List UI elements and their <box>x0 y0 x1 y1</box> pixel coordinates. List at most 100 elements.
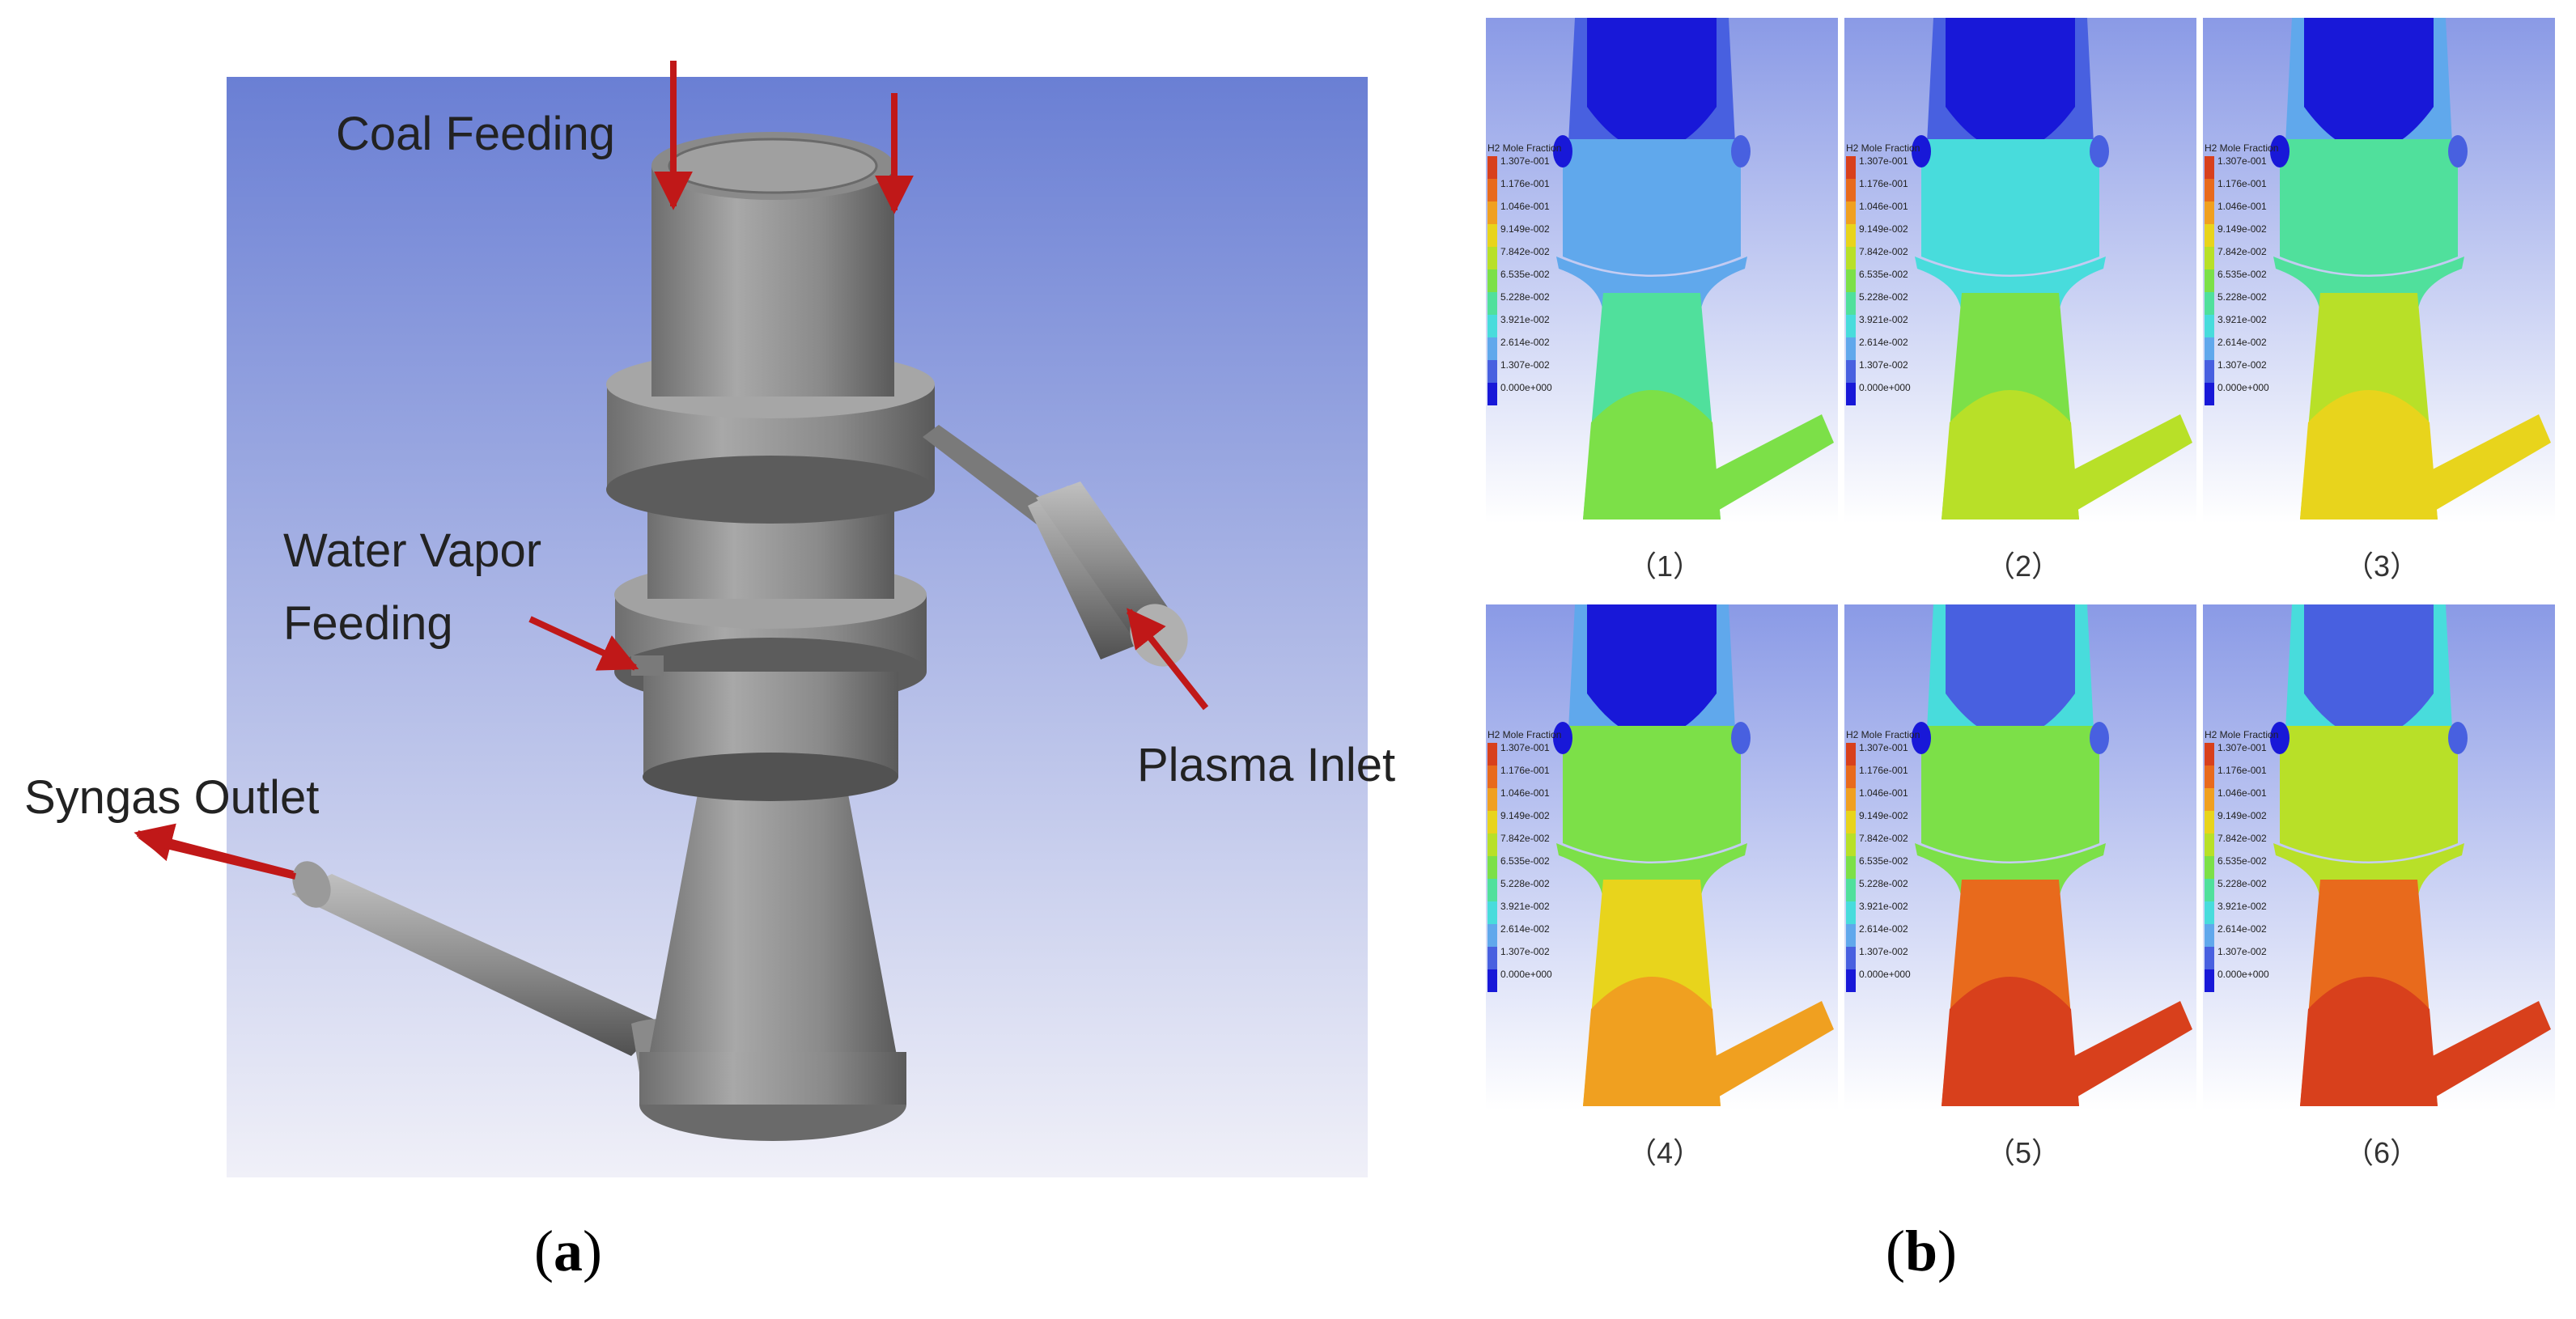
zone-top <box>1575 18 1729 151</box>
legend-value: 5.228e-002 <box>2217 878 2267 889</box>
contour-panel-5: H2 Mole Fraction1.307e-0011.176e-0011.04… <box>1844 604 2196 1169</box>
label-plasma-inlet: Plasma Inlet <box>1137 739 1395 791</box>
legend-title: H2 Mole Fraction <box>1487 729 1561 740</box>
legend-title: H2 Mole Fraction <box>2205 729 2278 740</box>
legend-swatch <box>1846 156 1856 179</box>
legend-title: H2 Mole Fraction <box>2205 142 2278 154</box>
legend-value: 1.307e-002 <box>1500 946 1550 957</box>
zone-top <box>2292 604 2446 738</box>
legend-swatch <box>2205 224 2214 247</box>
syngas-arrow-ext <box>149 838 296 880</box>
legend-swatch <box>2205 743 2214 766</box>
zone-top <box>1933 604 2087 738</box>
legend: H2 Mole Fraction1.307e-0011.176e-0011.04… <box>1487 729 1561 992</box>
legend-swatch <box>1487 879 1497 901</box>
legend-value: 3.921e-002 <box>2217 901 2267 912</box>
label-syngas-outlet: Syngas Outlet <box>24 771 319 824</box>
zone-bottom <box>1583 977 1721 1106</box>
case-label: （1） <box>1628 549 1702 583</box>
legend-swatch <box>1846 924 1856 947</box>
side-inlet-left <box>1553 722 1572 754</box>
case-label: （6） <box>2345 1136 2419 1169</box>
legend-value: 1.307e-001 <box>1500 155 1550 167</box>
h2-contour-grid: H2 Mole Fraction1.307e-0011.176e-0011.04… <box>1486 18 2555 1169</box>
legend-value: 3.921e-002 <box>1500 314 1550 325</box>
legend-swatch <box>1846 292 1856 315</box>
legend-swatch <box>1487 856 1497 879</box>
contour-panel-4: H2 Mole Fraction1.307e-0011.176e-0011.04… <box>1486 604 1838 1169</box>
legend-swatch <box>1846 788 1856 811</box>
zone-top <box>1933 18 2087 151</box>
legend-swatch <box>2205 879 2214 901</box>
legend-swatch <box>1487 788 1497 811</box>
legend-swatch <box>2205 315 2214 337</box>
zone-middle <box>2280 726 2458 862</box>
legend-value: 7.842e-002 <box>2217 833 2267 844</box>
legend-swatch <box>2205 833 2214 856</box>
legend-swatch <box>2205 788 2214 811</box>
legend-value: 9.149e-002 <box>2217 223 2267 235</box>
zone-outlet <box>2430 1001 2551 1098</box>
legend-swatch <box>1487 315 1497 337</box>
legend-value: 0.000e+000 <box>1500 382 1552 393</box>
legend-value: 7.842e-002 <box>2217 246 2267 257</box>
zone-outlet <box>1712 1001 1834 1098</box>
legend-swatch <box>2205 292 2214 315</box>
contour-panel-1: H2 Mole Fraction1.307e-0011.176e-0011.04… <box>1486 18 1838 583</box>
legend-swatch <box>2205 901 2214 924</box>
legend: H2 Mole Fraction1.307e-0011.176e-0011.04… <box>2205 142 2278 405</box>
legend-swatch <box>1846 811 1856 833</box>
legend-swatch <box>1487 743 1497 766</box>
legend-value: 6.535e-002 <box>2217 269 2267 280</box>
legend-value: 1.307e-001 <box>1500 742 1550 753</box>
zone-middle <box>1921 139 2099 275</box>
legend-swatch <box>1487 969 1497 992</box>
legend: H2 Mole Fraction1.307e-0011.176e-0011.04… <box>2205 729 2278 992</box>
legend-swatch <box>1487 383 1497 405</box>
caption-b: (b) <box>1886 1219 1958 1283</box>
zone-outlet <box>2071 414 2192 511</box>
legend-value: 1.176e-001 <box>2217 765 2267 776</box>
zone-top <box>1575 604 1729 738</box>
legend-value: 6.535e-002 <box>2217 855 2267 867</box>
legend-swatch <box>1487 269 1497 292</box>
legend-value: 5.228e-002 <box>1500 878 1550 889</box>
zone-middle <box>1563 139 1741 275</box>
legend-swatch <box>1846 947 1856 969</box>
legend-value: 7.842e-002 <box>1859 246 1908 257</box>
legend-value: 1.307e-002 <box>1859 359 1908 371</box>
legend-value: 9.149e-002 <box>1859 810 1908 821</box>
case-label: （5） <box>1986 1136 2060 1169</box>
legend-swatch <box>1846 766 1856 788</box>
label-coal-feeding: Coal Feeding <box>336 108 615 160</box>
legend-value: 9.149e-002 <box>2217 810 2267 821</box>
legend-title: H2 Mole Fraction <box>1846 142 1920 154</box>
legend-value: 0.000e+000 <box>1500 969 1552 980</box>
zone-bottom <box>1942 977 2079 1106</box>
legend-swatch <box>2205 766 2214 788</box>
legend-swatch <box>1846 969 1856 992</box>
legend-value: 1.307e-002 <box>2217 359 2267 371</box>
legend-swatch <box>1487 179 1497 201</box>
legend-value: 1.046e-001 <box>1500 201 1550 212</box>
legend-value: 3.921e-002 <box>1500 901 1550 912</box>
zone-middle <box>1563 726 1741 862</box>
zone-bottom <box>1942 390 2079 520</box>
legend-swatch <box>2205 269 2214 292</box>
side-inlet-left <box>1912 722 1931 754</box>
legend-value: 1.307e-001 <box>1859 155 1908 167</box>
legend-title: H2 Mole Fraction <box>1846 729 1920 740</box>
legend-swatch <box>2205 156 2214 179</box>
legend-swatch <box>1487 224 1497 247</box>
side-inlet-right <box>2448 722 2468 754</box>
label-water-vapor-line2: Feeding <box>283 597 453 650</box>
legend-swatch <box>1846 247 1856 269</box>
zone-middle <box>2280 139 2458 275</box>
syngas-arrowhead <box>138 832 170 856</box>
water-vapor-arrow <box>528 616 639 671</box>
legend: H2 Mole Fraction1.307e-0011.176e-0011.04… <box>1487 142 1561 405</box>
side-inlet-right <box>1731 722 1751 754</box>
legend-swatch <box>1487 924 1497 947</box>
legend-value: 1.176e-001 <box>2217 178 2267 189</box>
side-inlet-right <box>2448 135 2468 168</box>
